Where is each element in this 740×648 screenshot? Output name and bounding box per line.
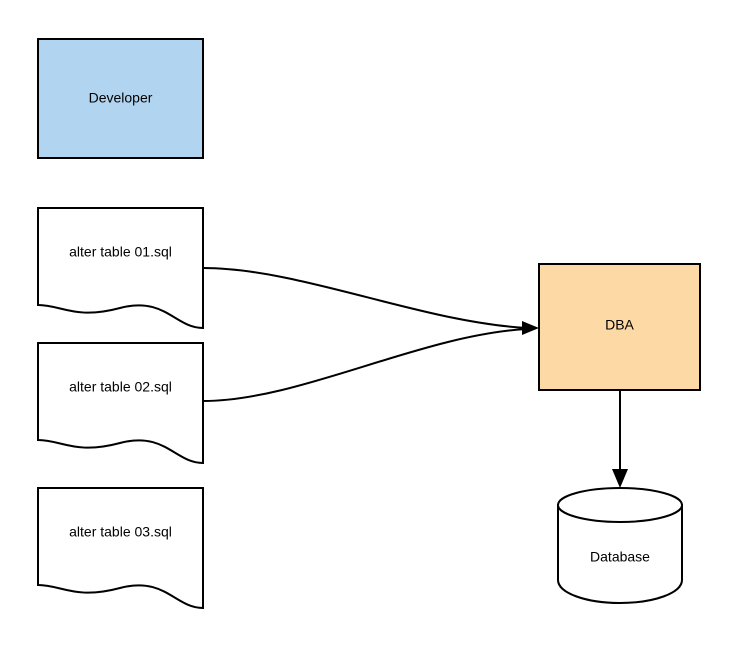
node-dba[interactable]: DBA: [538, 263, 701, 391]
edge-script02-to-dba-path: [202, 328, 528, 402]
edge-script01-to-dba[interactable]: [202, 267, 539, 335]
node-database[interactable]: Database: [557, 487, 683, 605]
script02-document-shape: [37, 342, 204, 465]
script01-label: alter table 01.sql: [69, 244, 172, 260]
edge-script01-to-dba-arrowhead: [522, 321, 539, 335]
edge-script02-to-dba[interactable]: [202, 328, 528, 402]
node-script02[interactable]: alter table 02.sql: [37, 342, 204, 465]
script01-document-shape: [37, 207, 204, 330]
dba-box: [538, 263, 701, 391]
node-developer[interactable]: Developer: [37, 38, 204, 159]
node-script01[interactable]: alter table 01.sql: [37, 207, 204, 330]
edge-dba-to-database-arrowhead: [612, 469, 628, 488]
dba-label: DBA: [605, 317, 634, 333]
database-label: Database: [590, 549, 650, 565]
edge-layer: [202, 267, 628, 488]
edge-dba-to-database[interactable]: [612, 390, 628, 488]
edge-script01-to-dba-path: [202, 267, 528, 329]
node-script03[interactable]: alter table 03.sql: [37, 487, 204, 610]
script03-document-shape: [37, 487, 204, 610]
database-cylinder-top: [557, 487, 683, 523]
script03-label: alter table 03.sql: [69, 524, 172, 540]
database-cylinder-body: [557, 504, 683, 605]
developer-box: [37, 38, 204, 159]
node-layer: Developer alter table 01.sql alter table…: [37, 38, 701, 610]
script02-label: alter table 02.sql: [69, 379, 172, 395]
developer-label: Developer: [89, 90, 153, 106]
